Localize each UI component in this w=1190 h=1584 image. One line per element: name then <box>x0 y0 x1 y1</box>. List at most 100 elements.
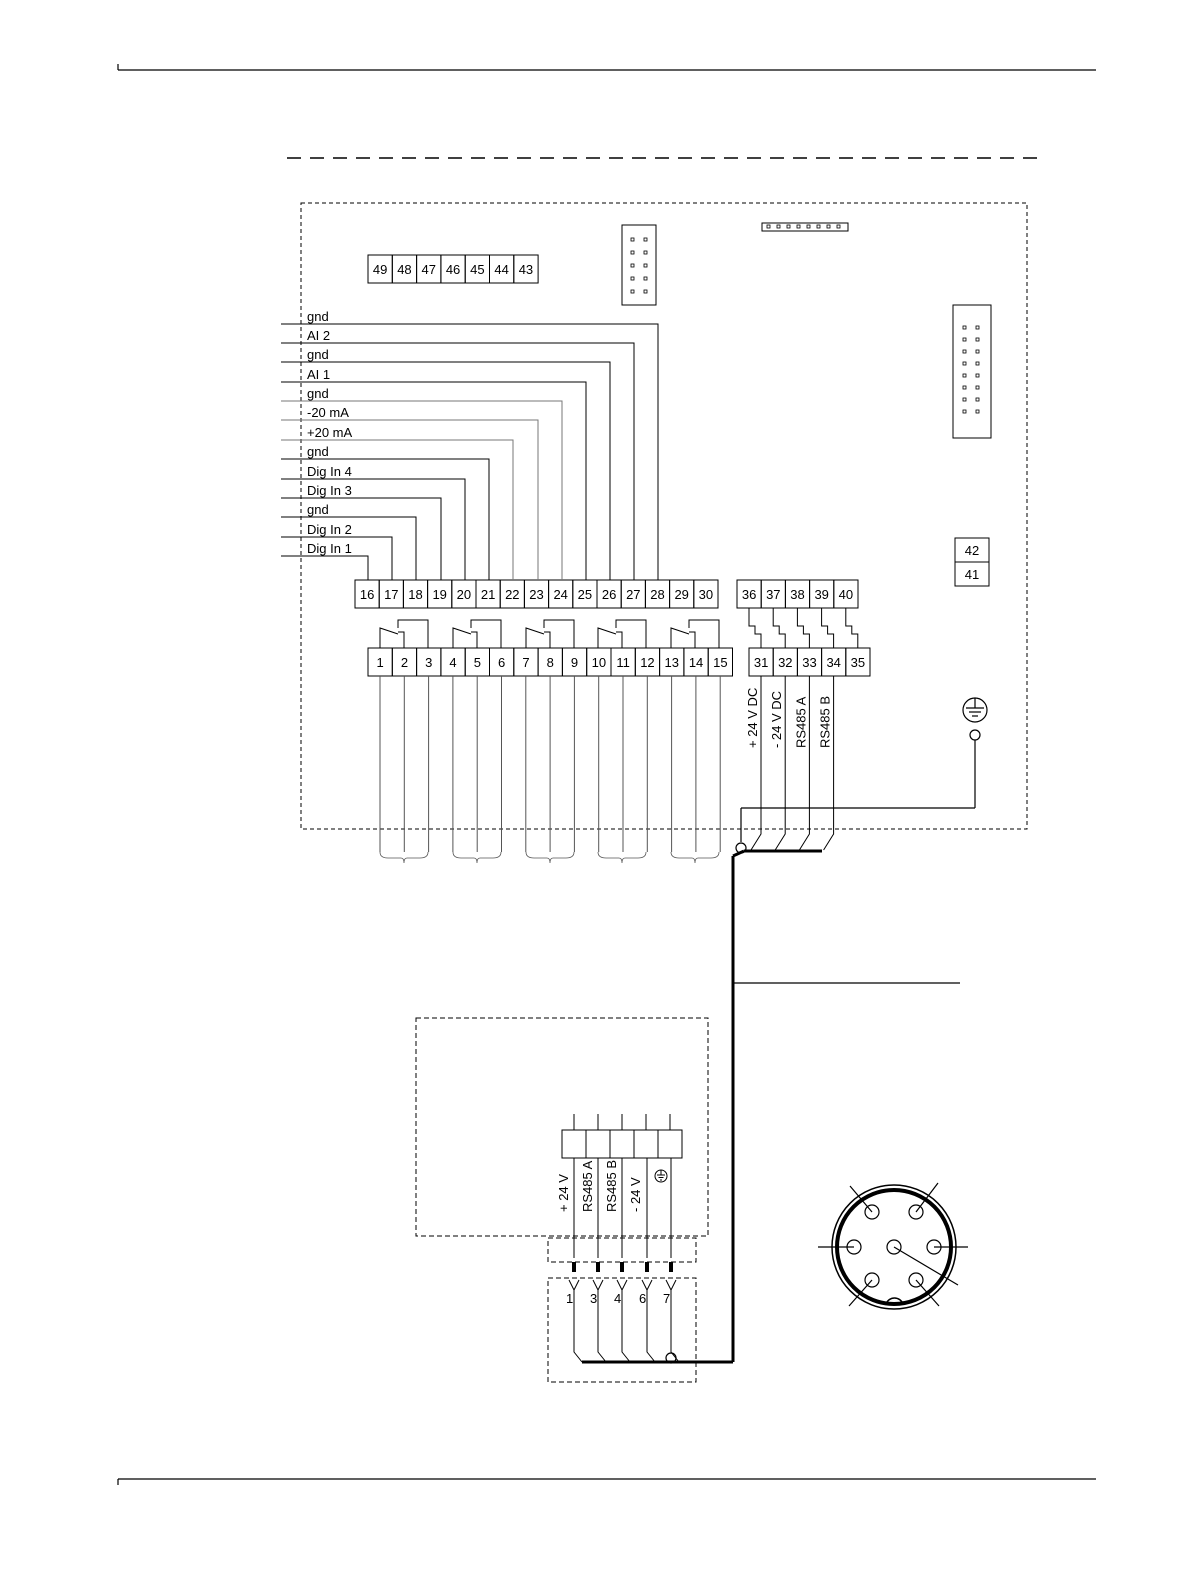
bus-label: + 24 V DC <box>745 688 760 748</box>
terminal-number: 7 <box>522 655 529 670</box>
terminal-strip-41-42: 4241 <box>955 538 989 586</box>
relay-contact <box>398 620 428 648</box>
relay-contact <box>616 632 622 648</box>
bus-label: RS485 B <box>818 696 833 748</box>
main-cable <box>733 843 960 1362</box>
device-terminal <box>562 1130 586 1158</box>
bus-link <box>822 608 834 648</box>
plug-pin-number: 1 <box>566 1291 573 1306</box>
device-terminal-block <box>562 1114 682 1158</box>
plug-wire <box>622 1290 630 1362</box>
terminal-number: 21 <box>481 587 495 602</box>
terminal-number: 13 <box>665 655 679 670</box>
relay-contact <box>598 628 616 648</box>
signal-wire <box>281 556 368 580</box>
terminal-number: 14 <box>689 655 703 670</box>
relay-brace <box>453 852 501 863</box>
signal-label: gnd <box>307 444 329 459</box>
signal-label: Dig In 2 <box>307 522 352 537</box>
page-rules <box>118 64 1096 1485</box>
terminal-number: 19 <box>432 587 446 602</box>
terminal-number: 9 <box>571 655 578 670</box>
signal-label: gnd <box>307 386 329 401</box>
relay-contacts <box>380 620 719 648</box>
plug-pin <box>617 1280 627 1290</box>
terminal-number: 31 <box>754 655 768 670</box>
bus-bridge-links <box>749 608 858 648</box>
signal-label: Dig In 3 <box>307 483 352 498</box>
signal-label: gnd <box>307 502 329 517</box>
relay-brace <box>380 852 428 863</box>
pin-header-vertical <box>622 225 656 305</box>
relay-contact <box>471 632 477 648</box>
relay-contact <box>671 628 689 648</box>
terminal-number: 12 <box>640 655 654 670</box>
device-terminal <box>610 1130 634 1158</box>
relay-contact <box>471 620 501 648</box>
relay-contact <box>398 632 404 648</box>
relay-contact <box>526 628 544 648</box>
terminal-number: 34 <box>826 655 840 670</box>
relay-brace <box>598 852 646 863</box>
terminal-strip-1-15: 123456789101112131415 <box>368 648 733 676</box>
terminal-number: 23 <box>529 587 543 602</box>
plug-pin <box>593 1280 603 1290</box>
terminal-number: 37 <box>766 587 780 602</box>
bus-link <box>749 608 761 648</box>
terminal-strip-31-35: 3132333435 <box>749 648 870 676</box>
terminal-number: 8 <box>547 655 554 670</box>
round-connector-icon <box>818 1183 968 1309</box>
terminal-number: 17 <box>384 587 398 602</box>
terminal-number: 44 <box>494 262 508 277</box>
signal-label: gnd <box>307 309 329 324</box>
terminal-number: 45 <box>470 262 484 277</box>
terminal-number: 1 <box>377 655 384 670</box>
terminal-number: 30 <box>699 587 713 602</box>
terminal-number: 5 <box>474 655 481 670</box>
relay-contact <box>380 628 398 648</box>
relay-contact <box>453 628 471 648</box>
terminal-number: 10 <box>592 655 606 670</box>
signal-label: -20 mA <box>307 405 349 420</box>
device-terminal <box>634 1130 658 1158</box>
pin-header-large <box>953 305 991 438</box>
plug-pin <box>642 1280 652 1290</box>
terminal-number: 28 <box>650 587 664 602</box>
bus-link <box>773 608 785 648</box>
signal-labels: gndAI 2gndAI 1gnd-20 mA+20 mAgndDig In 4… <box>307 309 352 556</box>
device-label: + 24 V <box>556 1174 571 1212</box>
terminal-number: 42 <box>965 543 979 558</box>
plug-wire <box>671 1290 679 1362</box>
terminal-number: 15 <box>713 655 727 670</box>
pin-header-horizontal <box>762 223 848 231</box>
plug-wire <box>574 1290 582 1362</box>
terminal-number: 39 <box>814 587 828 602</box>
relay-contact <box>689 620 719 648</box>
bus-label: RS485 A <box>793 696 808 748</box>
terminal-number: 38 <box>790 587 804 602</box>
bus-label: - 24 V DC <box>769 691 784 748</box>
relay-output-wires <box>380 676 720 863</box>
board-enclosure <box>301 203 1027 829</box>
terminal-strip-36-40: 3637383940 <box>737 580 858 608</box>
plug-pin <box>666 1280 676 1290</box>
signal-label: AI 1 <box>307 367 330 382</box>
relay-brace <box>526 852 574 863</box>
terminal-number: 48 <box>397 262 411 277</box>
terminal-number: 22 <box>505 587 519 602</box>
terminal-number: 36 <box>742 587 756 602</box>
terminal-number: 18 <box>408 587 422 602</box>
terminal-number: 26 <box>602 587 616 602</box>
device-label: RS485 A <box>580 1160 595 1212</box>
signal-label: Dig In 4 <box>307 464 352 479</box>
terminal-number: 47 <box>422 262 436 277</box>
relay-contact <box>544 632 550 648</box>
device-terminal <box>658 1130 682 1158</box>
signal-label: +20 mA <box>307 425 352 440</box>
relay-contact <box>544 620 574 648</box>
bus-link <box>846 608 858 648</box>
